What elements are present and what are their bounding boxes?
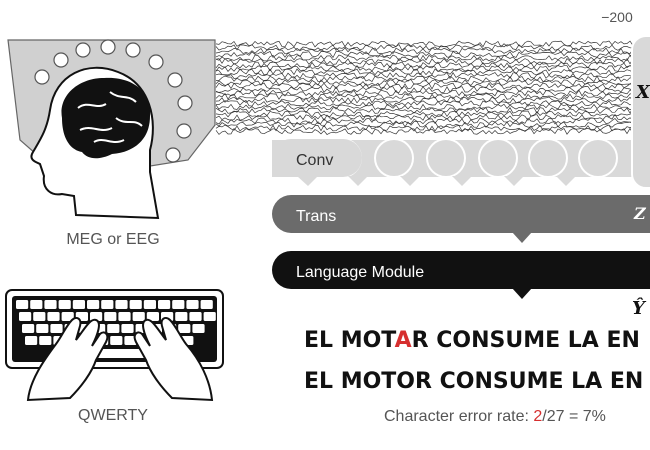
- keyboard-key: [189, 312, 202, 321]
- keyboard-key: [58, 300, 71, 309]
- signal-trace: [215, 117, 640, 125]
- y-hat-symbol: Ŷ: [632, 296, 647, 319]
- signal-trace: [215, 99, 640, 108]
- signal-trace: [215, 110, 640, 118]
- signal-trace: [215, 51, 640, 59]
- qwerty-caption: QWERTY: [78, 407, 148, 424]
- signal-trace: [215, 113, 640, 122]
- signal-trace: [215, 79, 640, 86]
- signal-trace: [215, 44, 640, 51]
- keyboard-key: [129, 300, 142, 309]
- keyboard-key: [146, 312, 159, 321]
- keyboard-key: [50, 324, 63, 333]
- keyboard-key: [115, 300, 128, 309]
- keyboard-key: [203, 312, 216, 321]
- keyboard-key: [90, 312, 103, 321]
- keyboard-key: [110, 336, 123, 345]
- predicted-sentence: EL MOTAR CONSUME LA EN: [304, 328, 640, 353]
- trans-module: [272, 195, 650, 243]
- trans-label: Trans: [296, 208, 336, 225]
- signal-trace: [215, 96, 640, 104]
- keyboard-key: [200, 300, 213, 309]
- keyboard-key: [178, 324, 191, 333]
- keyboard-key: [107, 324, 120, 333]
- cer-errors: 2: [533, 408, 542, 425]
- signal-trace: [215, 107, 640, 115]
- keyboard-key: [87, 300, 100, 309]
- keyboard-key: [61, 312, 74, 321]
- keyboard-key: [47, 312, 60, 321]
- z-symbol: Z: [633, 204, 647, 223]
- keyboard-key: [104, 312, 117, 321]
- signal-trace: [215, 57, 640, 65]
- language-module-label: Language Module: [296, 264, 424, 281]
- brain-folds: [77, 91, 143, 143]
- keyboard-key: [124, 336, 137, 345]
- keyboard-key: [16, 300, 29, 309]
- cer-label: Character error rate:: [384, 408, 533, 425]
- keyboard-key: [132, 312, 145, 321]
- keyboard-key: [25, 336, 38, 345]
- keyboard-key: [22, 324, 35, 333]
- cer-rest: /27 = 7%: [542, 408, 606, 425]
- conv-label: Conv: [296, 152, 333, 169]
- x-box: [631, 35, 650, 189]
- keyboard-key: [175, 312, 188, 321]
- signal-trace: [215, 68, 640, 76]
- keyboard-key: [36, 324, 49, 333]
- meg-eeg-illustration: [7, 39, 216, 220]
- keyboard-key: [158, 300, 171, 309]
- keyboard-key: [118, 312, 131, 321]
- meg-eeg-caption: MEG or EEG: [66, 231, 159, 248]
- conv-module: [272, 138, 650, 186]
- signal-trace: [215, 47, 640, 55]
- prediction-error-char: A: [395, 328, 412, 353]
- prediction-prefix: EL MOT: [304, 328, 396, 353]
- signal-traces: [215, 40, 640, 135]
- keyboard-key: [30, 300, 43, 309]
- signal-trace: [215, 85, 640, 93]
- keyboard-key: [44, 300, 57, 309]
- keyboard-key: [72, 300, 85, 309]
- signal-trace: [215, 89, 640, 97]
- sensor-circles: [34, 39, 193, 163]
- prediction-suffix: R CONSUME LA EN: [412, 328, 640, 353]
- keyboard-key: [33, 312, 46, 321]
- signal-trace: [215, 40, 640, 48]
- left-hand-icon: [26, 317, 109, 402]
- keyboard-key: [101, 300, 114, 309]
- axis-tick-label: −200: [601, 9, 633, 25]
- signal-trace: [215, 82, 640, 90]
- x-symbol: X: [635, 82, 650, 103]
- signal-trace: [215, 71, 640, 80]
- keyboard-key: [192, 324, 205, 333]
- keyboard-key: [172, 300, 185, 309]
- keyboard-key: [186, 300, 199, 309]
- signal-trace: [215, 75, 640, 83]
- target-sentence: EL MOTOR CONSUME LA EN: [304, 369, 643, 394]
- signal-trace: [215, 124, 640, 132]
- cer-line: Character error rate: 2/27 = 7%: [384, 408, 606, 425]
- keyboard-key: [39, 336, 52, 345]
- signal-trace: [215, 54, 640, 62]
- keyboard-key: [19, 312, 32, 321]
- keyboard-illustration: [5, 289, 224, 402]
- signal-trace: [215, 103, 640, 111]
- keyboard-key: [121, 324, 134, 333]
- signal-trace: [215, 121, 640, 128]
- keyboard-key: [143, 300, 156, 309]
- signal-trace: [215, 127, 640, 135]
- language-module: [272, 251, 650, 299]
- right-hand-icon: [133, 317, 214, 402]
